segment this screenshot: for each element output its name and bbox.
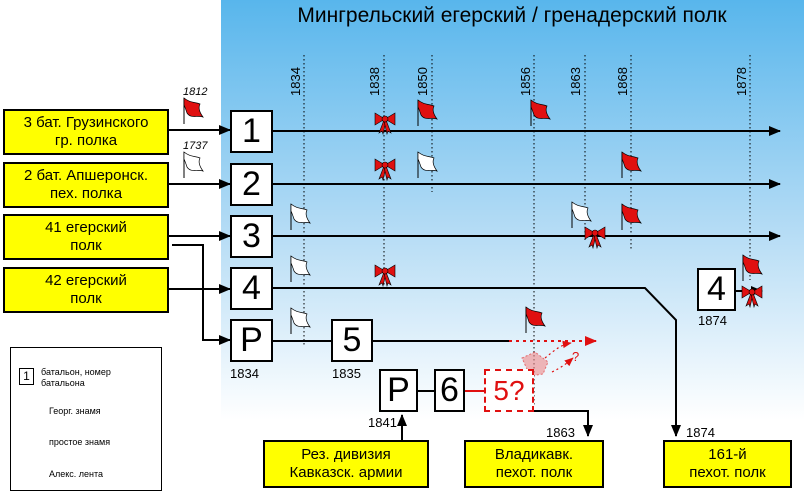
battalion-5: 5: [331, 319, 373, 362]
battalion-6: 6: [434, 369, 465, 412]
source-line: 2 бат. Апшеронск.: [23, 167, 148, 184]
source-connectors: [167, 125, 231, 345]
reserve-battalion: Р: [230, 319, 273, 362]
source-line: 42 егерский: [45, 272, 127, 289]
date-label: 1841: [368, 415, 397, 430]
source-line: гр. полка: [54, 132, 118, 149]
dest-line: пехот. полк: [495, 464, 573, 481]
year-label: 1838: [367, 67, 382, 96]
reserve-battalion-2: Р: [379, 369, 418, 412]
legend-simple-text: простое знамя: [49, 437, 111, 447]
white-flag-icon: [183, 151, 204, 179]
date-label: 1863: [546, 425, 575, 440]
date-label: 1835: [332, 366, 361, 381]
legend-battalion-text: батальон, номер батальона: [41, 367, 111, 388]
battalion-1: 1: [230, 110, 273, 153]
dest-line: Рез. дивизия: [301, 446, 391, 463]
date-label: 1834: [230, 366, 259, 381]
battalion-5-uncertain: 5?: [484, 369, 534, 412]
flag-year-label: 1737: [183, 140, 208, 152]
flag-year-label: 1812: [183, 86, 208, 98]
year-label: 1850: [415, 67, 430, 96]
year-label: 1878: [734, 67, 749, 96]
source-line: полк: [70, 290, 102, 307]
battalion-2: 2: [230, 163, 273, 206]
dest-line: Кавказск. армии: [289, 464, 403, 481]
question-mark: ?: [572, 349, 580, 364]
year-label: 1863: [568, 67, 583, 96]
dest-line: Владикавк.: [494, 446, 574, 463]
year-label: 1856: [518, 67, 533, 96]
battalion-4-new: 4: [697, 268, 736, 311]
source-line: 41 егерский: [45, 219, 127, 236]
diagram-title: Мингрельский егерский / гренадерский пол…: [297, 4, 727, 27]
date-label: 1874: [698, 313, 727, 328]
dest-vladikavkaz: Владикавк.пехот. полк: [464, 440, 604, 488]
legend-georg-text: Георг. знамя: [49, 406, 101, 416]
year-label: 1834: [288, 67, 303, 96]
legend: 1 батальон, номер батальона Георг. знамя…: [10, 347, 162, 491]
legend-alex-text: Алекс. лента: [49, 469, 104, 479]
legend-battalion-sample: 1: [19, 368, 34, 385]
source-line: полк: [70, 237, 102, 254]
date-label: 1874: [686, 425, 715, 440]
year-gridlines: [303, 55, 751, 405]
red-flag-icon: [183, 97, 204, 125]
battalion-3: 3: [230, 215, 273, 258]
battalion-4: 4: [230, 267, 273, 310]
dest-line: 161-й: [708, 446, 747, 463]
battalion-lines: [273, 126, 781, 440]
uncertain-paths: [465, 336, 597, 392]
timeline-background: [221, 0, 804, 420]
dest-line: пехот. полк: [689, 464, 766, 481]
year-label: 1868: [615, 67, 630, 96]
source-line: 3 бат. Грузинского: [23, 114, 149, 131]
source-box-apsheron: 2 бат. Апшеронск.пех. полка: [3, 162, 169, 208]
source-line: пех. полка: [49, 185, 123, 202]
